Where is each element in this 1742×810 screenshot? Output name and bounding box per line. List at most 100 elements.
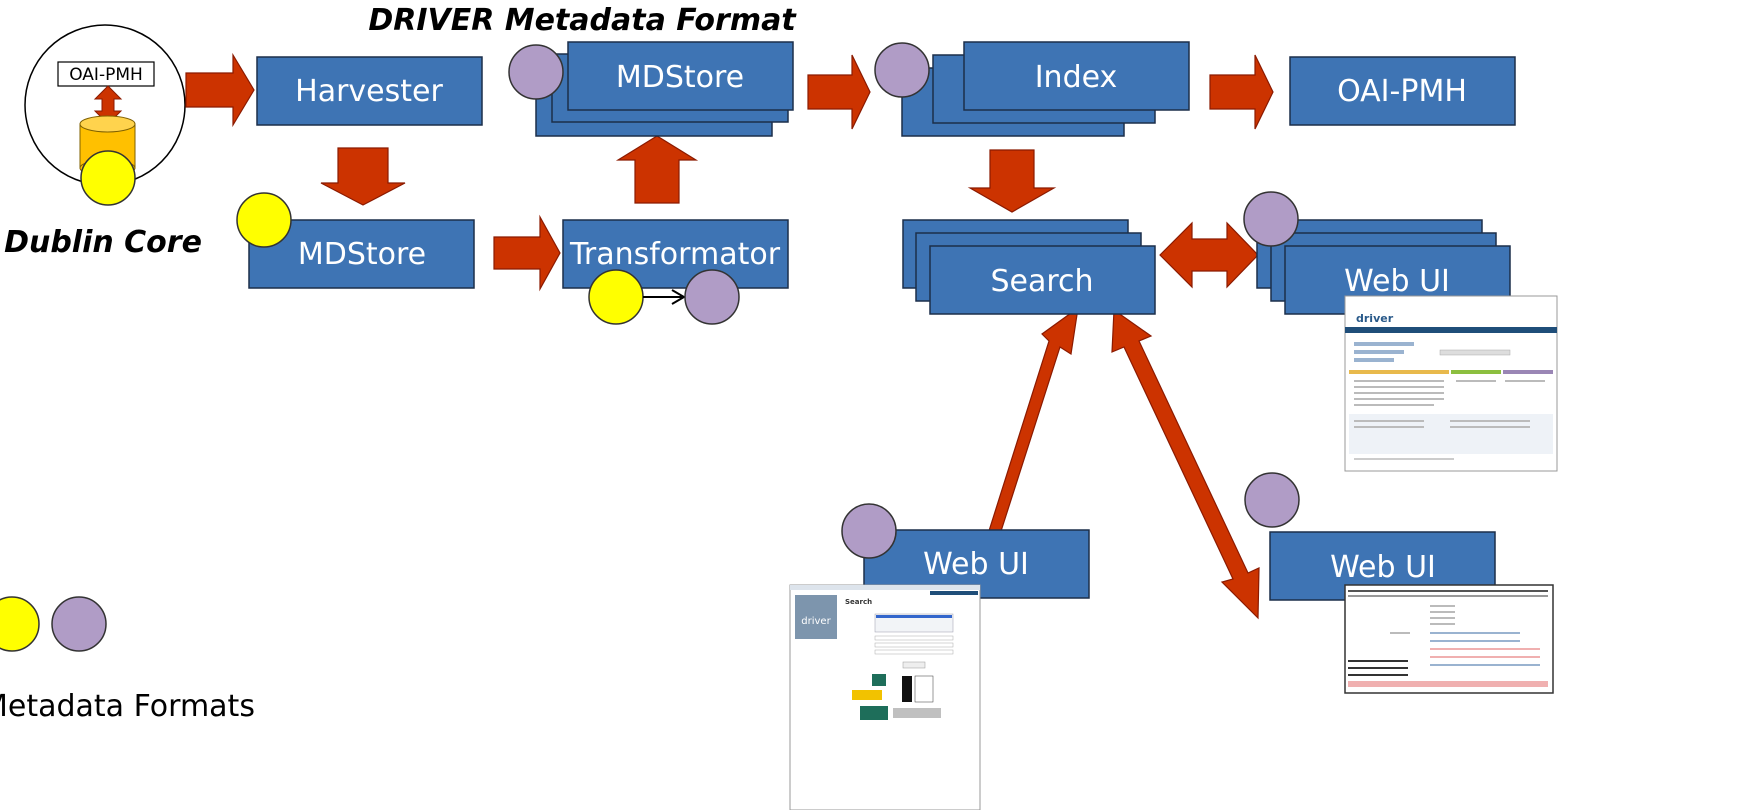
driver-logo-text: driver <box>1356 312 1394 325</box>
arrow-search-webui-right <box>1159 221 1259 289</box>
harvester-box <box>256 56 483 126</box>
index-node: Index <box>874 41 1190 137</box>
screenshot-input <box>874 642 954 648</box>
dublin-core-circle <box>80 150 136 206</box>
oai-pmh-box <box>1289 56 1516 126</box>
screenshot-line <box>1390 632 1410 634</box>
webui-bottom-left-screenshot: driver Search <box>789 584 981 810</box>
screenshot-bar-yellow <box>1349 370 1449 374</box>
dublin-core-circle <box>588 269 644 325</box>
screenshot-line <box>1430 664 1540 666</box>
screenshot-line <box>1430 623 1455 625</box>
driver-circle <box>874 42 930 98</box>
oai-label: OAI-PMH <box>69 65 143 85</box>
screenshot-line <box>1505 380 1545 382</box>
index-label: Index <box>1035 60 1118 95</box>
driver-circle <box>51 596 107 652</box>
arrow-mdstore-to-transformator <box>493 214 561 292</box>
screenshot-line <box>1354 392 1444 394</box>
screenshot-line <box>1430 617 1455 619</box>
screenshot-partner-logo <box>893 708 941 718</box>
dublin-core-circle <box>0 596 40 652</box>
screenshot-line <box>1430 648 1540 650</box>
webui-bottom-right-node: Web UI <box>1244 472 1496 601</box>
oai-pmh-label: OAI-PMH <box>1337 74 1467 109</box>
screenshot-bar-green <box>1451 370 1501 374</box>
arrow-search-webui-bottom-right <box>1111 308 1260 620</box>
arrow-harvester-to-mdstore <box>320 147 406 206</box>
driver-circle <box>1244 472 1300 528</box>
mdstore-top-box <box>567 41 794 111</box>
screenshot-select-list <box>874 613 954 633</box>
mdstore-bottom-node: MDStore <box>236 192 475 289</box>
arrow-index-to-oai <box>1209 54 1274 130</box>
webui-right-screenshot: driver <box>1344 295 1558 472</box>
screenshot-line <box>1354 426 1424 428</box>
screenshot-footer-line <box>1354 458 1454 460</box>
screenshot-partner-logo <box>914 675 934 703</box>
screenshot-line <box>1430 640 1520 642</box>
harvester-node: Harvester <box>256 56 483 126</box>
screenshot-search-heading: Search <box>845 598 872 606</box>
dublin-core-title: Dublin Core <box>4 225 202 260</box>
screenshot-line <box>1354 386 1444 388</box>
screenshot-line <box>1354 350 1404 354</box>
driver-circle <box>841 503 897 559</box>
screenshot-line <box>1450 426 1530 428</box>
screenshot-footer-bar <box>1348 681 1548 687</box>
screenshot-partner-logo <box>872 674 886 686</box>
harvester-label: Harvester <box>295 74 443 109</box>
index-box <box>963 41 1190 111</box>
screenshot-top-tab <box>930 591 978 595</box>
screenshot-input <box>874 635 954 641</box>
screenshot-logo-panel <box>795 595 837 639</box>
screenshot-top-line <box>1348 590 1548 592</box>
screenshot-line <box>1430 656 1540 658</box>
screenshot-top-bar <box>790 585 980 590</box>
arrow-mdstore-to-index <box>807 54 871 130</box>
transformator-node: Transformator <box>562 219 789 325</box>
legend-label: Metadata Formats <box>0 689 255 724</box>
screenshot-line <box>1456 380 1496 382</box>
legend: Metadata Formats <box>0 596 255 724</box>
search-label: Search <box>990 264 1093 299</box>
transformator-label: Transformator <box>569 237 781 272</box>
screenshot-line <box>1354 342 1414 346</box>
mdstore-top-node: MDStore <box>508 41 794 137</box>
driver-logo-text: driver <box>801 616 831 627</box>
screenshot-line <box>1450 420 1530 422</box>
screenshot-search-field <box>1439 349 1511 356</box>
oai-pmh-node: OAI-PMH <box>1289 56 1516 126</box>
mdstore-top-label: MDStore <box>616 60 744 95</box>
screenshot-nav-bar <box>1345 327 1557 333</box>
webui-bottom-left-node: Web UI <box>841 503 1090 599</box>
screenshot-line <box>1354 404 1434 406</box>
screenshot-frame <box>1344 584 1554 694</box>
screenshot-bar-purple <box>1503 370 1553 374</box>
oai-label-box <box>57 61 155 87</box>
screenshot-line <box>1354 398 1444 400</box>
screenshot-selected-item <box>876 615 952 618</box>
mdstore-bottom-label: MDStore <box>298 237 426 272</box>
screenshot-partner-logo <box>852 690 882 700</box>
dublin-core-circle <box>236 192 292 248</box>
screenshot-line <box>1354 380 1444 382</box>
arrow-transformator-to-mdstore <box>615 135 699 204</box>
webui-bottom-right-screenshot <box>1344 584 1554 694</box>
webui-right-label: Web UI <box>1344 264 1450 299</box>
driver-circle <box>1243 191 1299 247</box>
screenshot-line <box>1348 674 1408 676</box>
screenshot-input <box>874 649 954 655</box>
driver-circle <box>684 269 740 325</box>
data-source: OAI-PMH <box>24 24 186 206</box>
conversion-arrow-head <box>671 289 686 305</box>
driver-circle <box>508 44 564 100</box>
screenshot-line <box>1430 605 1455 607</box>
screenshot-line <box>1430 611 1455 613</box>
screenshot-line <box>1430 632 1520 634</box>
search-node: Search <box>902 219 1156 315</box>
arrow-index-to-search <box>967 149 1057 213</box>
webui-bottom-left-label: Web UI <box>923 547 1029 582</box>
screenshot-button <box>902 661 926 669</box>
